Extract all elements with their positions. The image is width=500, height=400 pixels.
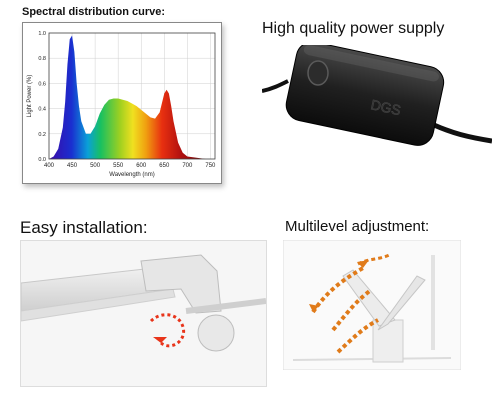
arrow-head-icon <box>153 337 167 343</box>
spectral-title: Spectral distribution curve: <box>22 6 166 18</box>
arrow-head-icon-2 <box>309 304 319 312</box>
adjust-arrow-icon-2 <box>331 288 373 332</box>
x-tick-label: 500 <box>90 163 101 169</box>
power-button-icon <box>307 60 329 86</box>
power-supply-box <box>285 45 445 146</box>
installation-title: Easy installation: <box>20 218 148 237</box>
tank-edge <box>292 357 452 361</box>
power-supply-photo: DGS <box>262 45 492 193</box>
x-tick-label: 650 <box>159 163 170 169</box>
installation-photo <box>20 240 267 387</box>
x-tick-label: 750 <box>205 163 216 169</box>
cable-left <box>262 79 289 93</box>
x-tick-label: 450 <box>67 163 78 169</box>
base-clamp <box>372 319 404 363</box>
fixture-rail <box>21 288 176 322</box>
arrow-head-icon-1 <box>357 260 369 268</box>
ticks: 400 450 500 550 600 650 700 750 0.0 0.2 0.4 0.6 0.8 1… <box>38 31 216 169</box>
x-tick-label: 550 <box>113 163 124 169</box>
x-axis-label: Wavelength (nm) <box>109 172 154 178</box>
plot-frame <box>48 32 216 160</box>
x-tick-label: 600 <box>136 163 147 169</box>
y-tick-label: 0.6 <box>38 81 46 87</box>
adjustment-photo <box>283 240 461 370</box>
cable-right <box>432 122 492 144</box>
power-supply-title: High quality power supply <box>262 20 445 37</box>
x-tick-label: 400 <box>44 163 55 169</box>
adjustment-title: Multilevel adjustment: <box>285 218 430 235</box>
spectral-chart: 400 450 500 550 600 650 700 750 0.0 0.2 0.4 0.6 0.8 1… <box>27 31 216 178</box>
x-tick-label: 700 <box>182 163 193 169</box>
mounting-bracket <box>140 254 222 314</box>
spectral-chart-panel: 400 450 500 550 600 650 700 750 0.0 0.2 0.4 0.6 0.8 1… <box>22 22 222 184</box>
y-tick-label: 0.8 <box>38 56 46 62</box>
y-axis-label: Light Power (%) <box>27 75 33 118</box>
y-tick-label: 0.0 <box>38 157 46 163</box>
brand-logo: DGS <box>369 96 402 118</box>
y-tick-label: 0.4 <box>38 107 46 113</box>
tank-rim <box>185 298 266 314</box>
arm-right <box>377 275 426 331</box>
clamp-knob <box>197 314 235 352</box>
y-tick-label: 1.0 <box>38 31 46 37</box>
y-tick-label: 0.2 <box>38 132 46 138</box>
spectrum-area <box>49 35 211 159</box>
